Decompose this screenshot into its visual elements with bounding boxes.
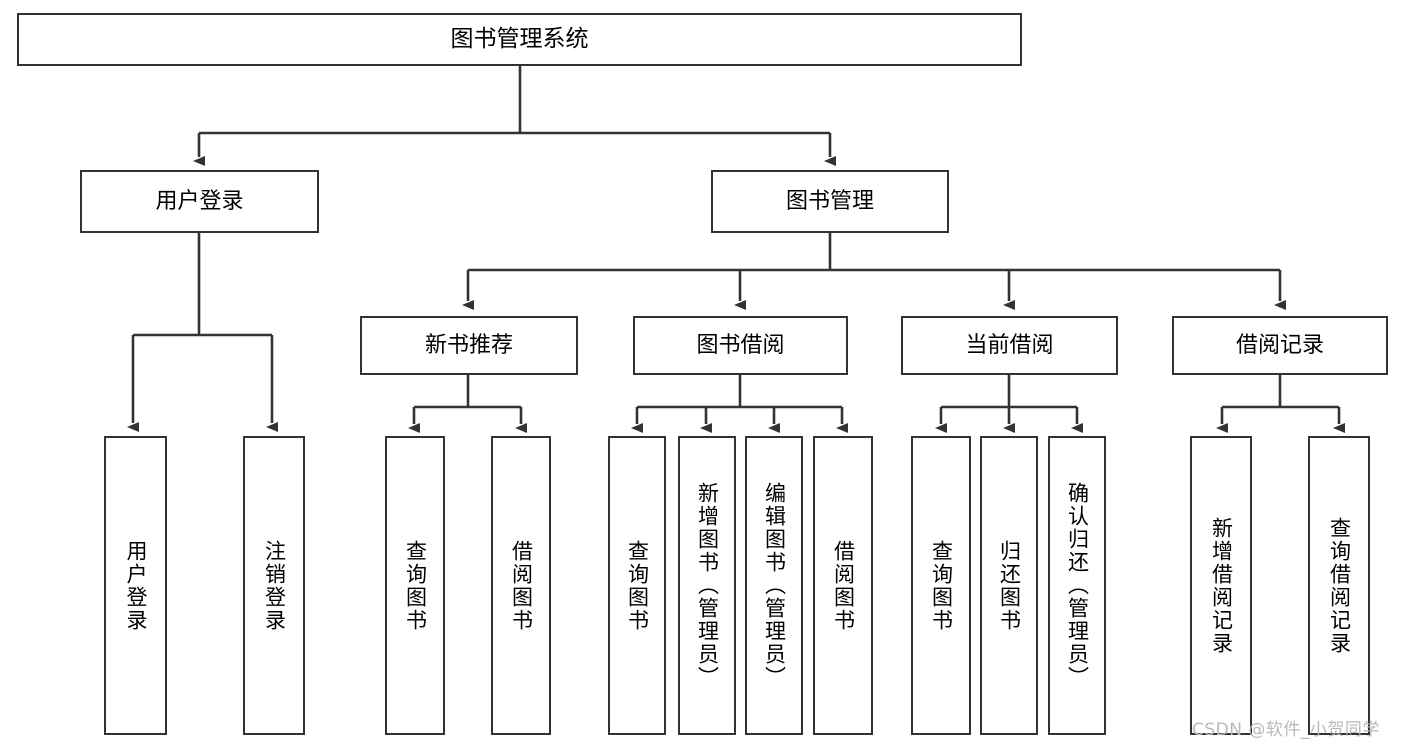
- node-leaf-edit-book-label: 编辑图书（管理员）: [762, 482, 787, 689]
- node-borrow-record[interactable]: 借阅记录: [1172, 316, 1388, 375]
- node-leaf-add-book[interactable]: 新增图书（管理员）: [678, 436, 736, 735]
- node-current-borrow[interactable]: 当前借阅: [901, 316, 1118, 375]
- node-leaf-borrow-book-1-label: 借阅图书: [509, 539, 534, 632]
- node-leaf-confirm-return-label: 确认归还（管理员）: [1065, 482, 1090, 689]
- node-new-book-recommend-label: 新书推荐: [424, 332, 513, 358]
- node-current-borrow-label: 当前借阅: [965, 332, 1054, 358]
- node-leaf-logout[interactable]: 注销登录: [243, 436, 305, 735]
- node-book-borrow[interactable]: 图书借阅: [633, 316, 848, 375]
- node-leaf-query-record-label: 查询借阅记录: [1327, 516, 1352, 655]
- node-leaf-add-record-label: 新增借阅记录: [1209, 516, 1234, 655]
- node-borrow-record-label: 借阅记录: [1235, 332, 1324, 358]
- node-root[interactable]: 图书管理系统: [17, 13, 1022, 66]
- node-leaf-add-record[interactable]: 新增借阅记录: [1190, 436, 1252, 735]
- node-leaf-borrow-book-2-label: 借阅图书: [831, 539, 856, 632]
- node-leaf-return-book[interactable]: 归还图书: [980, 436, 1038, 735]
- node-user-login-label: 用户登录: [155, 188, 244, 214]
- node-leaf-user-login-label: 用户登录: [124, 539, 148, 632]
- node-leaf-borrow-book-2[interactable]: 借阅图书: [813, 436, 873, 735]
- node-leaf-return-book-label: 归还图书: [997, 539, 1022, 632]
- node-leaf-query-record[interactable]: 查询借阅记录: [1308, 436, 1370, 735]
- node-leaf-query-book-2-label: 查询图书: [625, 539, 650, 632]
- node-leaf-add-book-label: 新增图书（管理员）: [695, 482, 720, 689]
- node-leaf-query-book-3[interactable]: 查询图书: [911, 436, 971, 735]
- node-leaf-query-book-1-label: 查询图书: [403, 539, 428, 632]
- node-leaf-query-book-1[interactable]: 查询图书: [385, 436, 445, 735]
- node-leaf-query-book-2[interactable]: 查询图书: [608, 436, 666, 735]
- node-leaf-query-book-3-label: 查询图书: [929, 539, 954, 632]
- node-root-label: 图书管理系统: [450, 26, 589, 53]
- csdn-watermark: CSDN @软件_小贺同学: [1192, 720, 1380, 740]
- node-leaf-confirm-return[interactable]: 确认归还（管理员）: [1048, 436, 1106, 735]
- node-book-borrow-label: 图书借阅: [696, 332, 785, 358]
- node-user-login[interactable]: 用户登录: [80, 170, 319, 233]
- node-leaf-borrow-book-1[interactable]: 借阅图书: [491, 436, 551, 735]
- node-leaf-edit-book[interactable]: 编辑图书（管理员）: [745, 436, 803, 735]
- node-book-manage-label: 图书管理: [785, 188, 874, 214]
- node-new-book-recommend[interactable]: 新书推荐: [360, 316, 578, 375]
- node-book-manage[interactable]: 图书管理: [711, 170, 949, 233]
- node-leaf-logout-label: 注销登录: [262, 539, 287, 632]
- node-leaf-user-login[interactable]: 用户登录: [104, 436, 167, 735]
